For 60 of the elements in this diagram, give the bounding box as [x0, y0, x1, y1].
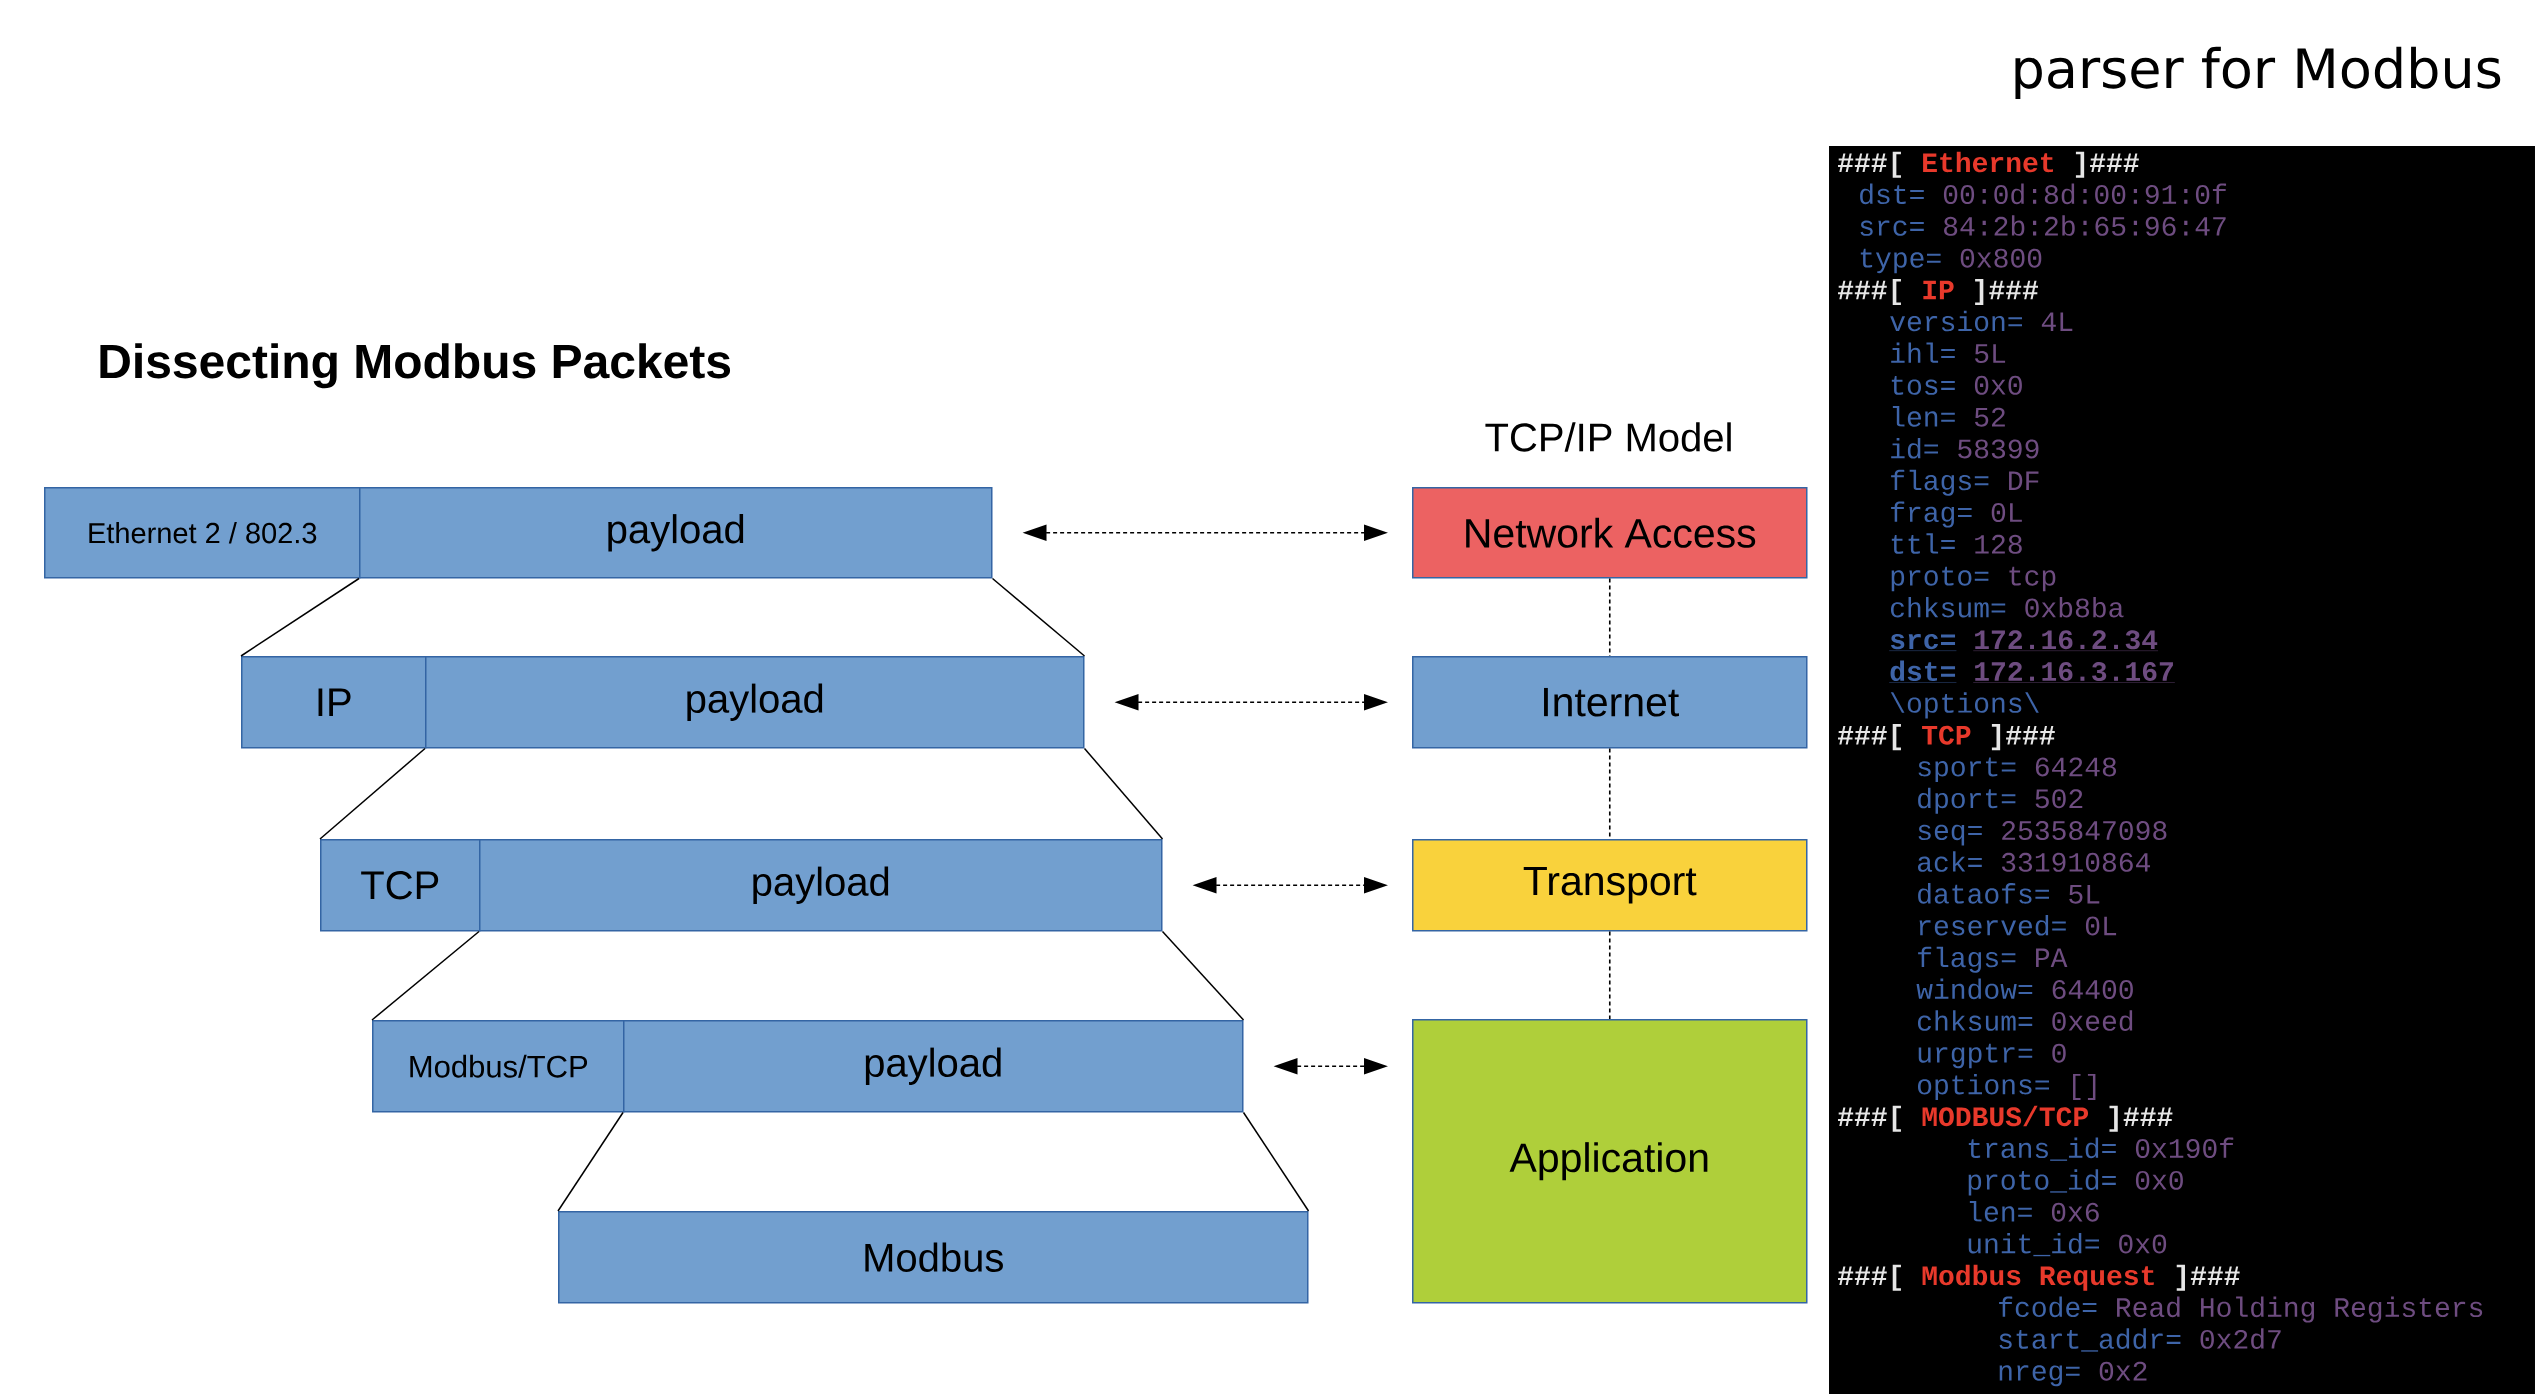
- terminal-line: len= 52: [1892, 406, 2005, 427]
- layer-box: Application: [1412, 1019, 1808, 1304]
- terminal-line: dst= 172.16.3.167: [1889, 660, 2176, 683]
- terminal-line: \options\: [1890, 692, 2039, 719]
- header-field: TCP: [320, 839, 481, 932]
- terminal-line: proto= tcp: [1891, 566, 2056, 592]
- terminal-line: dataofs= 5L: [1918, 883, 2100, 904]
- terminal-line: src= 172.16.2.34: [1889, 630, 2159, 651]
- terminal-line: trans_id= 0x190f: [1968, 1137, 2234, 1161]
- terminal-line: ack= 331910864: [1918, 851, 2150, 872]
- terminal-line: reserved= 0L: [1919, 914, 2117, 936]
- terminal-line: dport= 502: [1918, 787, 2083, 814]
- layer-box: Network Access: [1412, 487, 1808, 579]
- terminal-line: window= 64400: [1916, 978, 2133, 1000]
- terminal-line: seq= 2535847098: [1918, 821, 2167, 846]
- header-field: Modbus/TCP: [372, 1020, 625, 1113]
- terminal-line: proto_id= 0x0: [1968, 1169, 2183, 1196]
- terminal-line: chksum= 0xb8ba: [1891, 596, 2124, 618]
- terminal-line: ###[ IP ]###: [1838, 278, 2038, 305]
- connector-line: [1608, 747, 1611, 840]
- terminal-line: len= 0x6: [1969, 1201, 2099, 1222]
- connector-line: [1161, 930, 1245, 1021]
- connector-line: [319, 747, 426, 840]
- terminal-line: ###[ MODBUS/TCP ]###: [1838, 1105, 2173, 1132]
- terminal-line: ###[ Ethernet ]###: [1838, 151, 2139, 178]
- terminal-line: id= 58399: [1891, 437, 2039, 459]
- connector-line: [371, 930, 480, 1021]
- data-field: Modbus: [558, 1211, 1309, 1304]
- terminal-line: flags= PA: [1918, 946, 2068, 973]
- terminal-line: unit_id= 0x0: [1968, 1232, 2167, 1257]
- terminal-line: options= []: [1918, 1073, 2096, 1100]
- terminal-line: ihl= 5L: [1891, 342, 2006, 364]
- connector-line: [1242, 1111, 1310, 1212]
- layer-box: Transport: [1412, 839, 1808, 932]
- terminal-line: type= 0x800: [1860, 248, 2042, 274]
- terminal-line: dst= 00:0d:8d:00:91:0f: [1860, 183, 2227, 205]
- terminal-line: nreg= 0x2: [1999, 1361, 2147, 1387]
- heading: parser for Modbus: [2015, 46, 2501, 100]
- connector-line: [991, 577, 1086, 657]
- terminal-line: flags= DF: [1891, 469, 2039, 496]
- terminal-line: src= 84:2b:2b:65:96:47: [1860, 215, 2226, 236]
- terminal-line: chksum= 0xeed: [1918, 1010, 2133, 1031]
- terminal-line: start_addr= 0x2d7: [1999, 1328, 2281, 1352]
- connector-line: [1083, 747, 1164, 840]
- title: Dissecting Modbus Packets: [100, 343, 731, 389]
- header-field: Ethernet 2 / 802.3: [44, 487, 361, 579]
- terminal-line: version= 4L: [1890, 310, 2073, 332]
- connector-line: [557, 1111, 624, 1212]
- terminal-line: fcode= Read Holding Registers: [1999, 1296, 2483, 1323]
- layer-box: Internet: [1412, 656, 1808, 749]
- terminal-line: tos= 0x0: [1891, 375, 2022, 395]
- terminal-line: ###[ Modbus Request ]###: [1838, 1264, 2240, 1291]
- terminal-line: frag= 0L: [1891, 501, 2022, 528]
- header-field: IP: [241, 656, 427, 749]
- connector-line: [240, 577, 360, 657]
- connector-line: [1608, 930, 1611, 1020]
- terminal-line: sport= 64248: [1918, 757, 2116, 782]
- terminal-line: ###[ TCP ]###: [1838, 724, 2055, 751]
- terminal-line: ttl= 128: [1891, 533, 2022, 554]
- terminal-line: urgptr= 0: [1918, 1043, 2066, 1069]
